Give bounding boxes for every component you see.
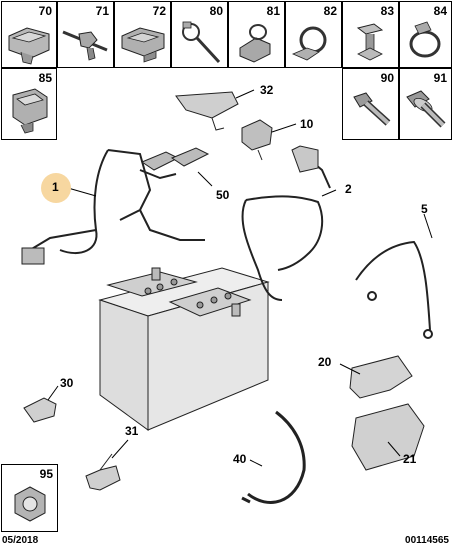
flange-bolt-91-icon	[406, 90, 446, 128]
leader-32	[235, 89, 255, 99]
cell-83[interactable]: 83	[342, 1, 399, 68]
push-clip-83-icon	[356, 23, 384, 61]
cell-95[interactable]: 95	[1, 464, 58, 532]
cable-5-drawing	[355, 240, 433, 339]
leader-5	[423, 213, 433, 239]
cell-number: 83	[380, 4, 394, 18]
callout-1[interactable]: 1	[52, 180, 59, 194]
wiring-harness-1-drawing	[21, 149, 205, 265]
cell-number: 70	[38, 4, 52, 18]
retainer-clip-70-icon	[8, 27, 50, 65]
cell-number: 91	[433, 71, 447, 85]
part-32-drawing	[175, 91, 239, 131]
nut-95-icon	[14, 486, 46, 522]
cell-82[interactable]: 82	[285, 1, 342, 68]
cable-clip-81-icon	[239, 24, 271, 63]
cell-number: 80	[209, 4, 223, 18]
part-31-drawing	[85, 453, 121, 491]
cell-number: 84	[433, 4, 447, 18]
callout-50[interactable]: 50	[216, 188, 230, 202]
cell-91[interactable]: 91	[399, 68, 452, 140]
cell-number: 71	[95, 4, 109, 18]
callout-1-highlight	[41, 173, 71, 203]
battery-drawing	[98, 267, 270, 431]
callout-2[interactable]: 2	[345, 182, 352, 196]
callout-5[interactable]: 5	[421, 202, 428, 216]
leader-40	[249, 459, 263, 467]
cell-90[interactable]: 90	[342, 68, 399, 140]
cell-number: 72	[152, 4, 166, 18]
cell-84[interactable]: 84	[399, 1, 452, 68]
callout-30[interactable]: 30	[60, 376, 74, 390]
cell-number: 95	[39, 467, 53, 481]
leader-1	[67, 187, 97, 197]
parts-20-21-drawing	[349, 355, 425, 471]
connector-clip-85-icon	[12, 88, 48, 134]
callout-21[interactable]: 21	[403, 452, 417, 466]
cell-number: 82	[323, 4, 337, 18]
leader-10	[271, 123, 297, 133]
cell-80[interactable]: 80	[171, 1, 228, 68]
callout-32[interactable]: 32	[260, 83, 274, 97]
cell-85[interactable]: 85	[1, 68, 57, 140]
cell-72[interactable]: 72	[114, 1, 171, 68]
cell-number: 90	[380, 71, 394, 85]
part-30-drawing	[23, 397, 57, 423]
callout-31[interactable]: 31	[125, 424, 139, 438]
retainer-clip-72-icon	[121, 27, 165, 63]
footer-reference: 00114565	[405, 535, 449, 546]
leader-30	[47, 385, 59, 401]
part-40-drawing	[241, 410, 306, 504]
harness-clip-71-icon	[62, 30, 108, 61]
hose-clamp-84-icon	[409, 21, 441, 58]
cell-71[interactable]: 71	[57, 1, 114, 68]
leader-50	[197, 171, 213, 187]
part-10-drawing	[241, 119, 273, 161]
part-50-drawing	[140, 147, 210, 171]
callout-40[interactable]: 40	[233, 452, 247, 466]
leader-21	[387, 441, 401, 457]
cell-81[interactable]: 81	[228, 1, 285, 68]
callout-20[interactable]: 20	[318, 355, 332, 369]
cell-70[interactable]: 70	[1, 1, 57, 68]
cell-number: 85	[38, 71, 52, 85]
leader-2	[321, 189, 337, 197]
bolt-90-icon	[353, 92, 391, 126]
leader-31	[111, 439, 129, 459]
cable-clamp-82-icon	[291, 26, 327, 61]
cell-number: 81	[266, 4, 280, 18]
callout-10[interactable]: 10	[300, 117, 314, 131]
footer-date: 05/2018	[2, 535, 39, 546]
cable-2-drawing	[241, 145, 331, 301]
cable-tie-icon	[182, 21, 221, 64]
leader-20	[339, 363, 361, 375]
